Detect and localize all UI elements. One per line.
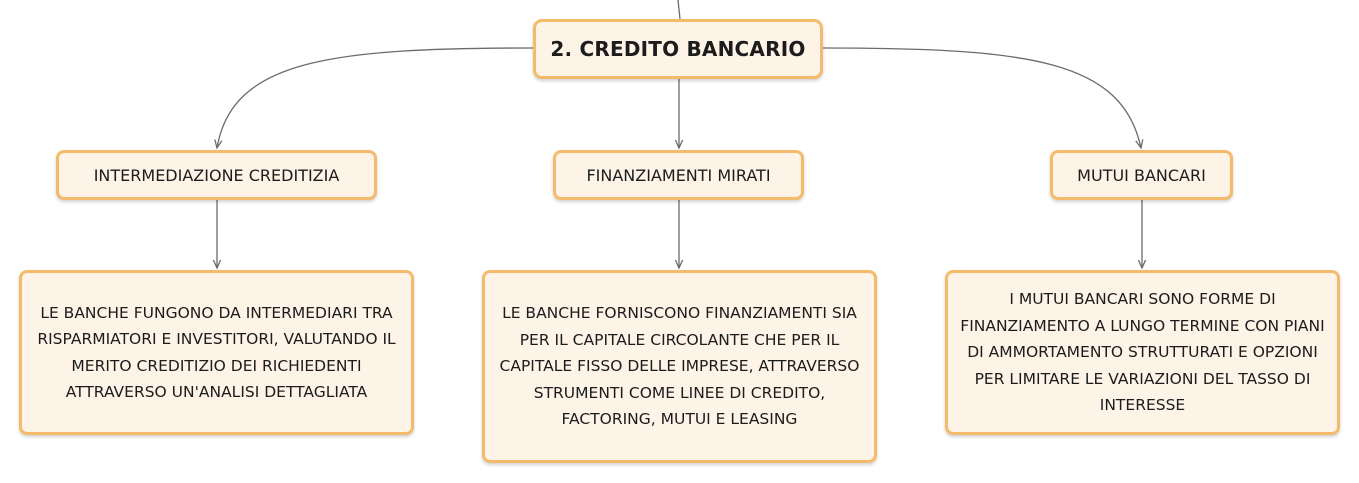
connector-root-to-branch-3 bbox=[822, 47, 1141, 148]
branch-label: MUTUI BANCARI bbox=[1077, 165, 1206, 185]
leaf-text: LE BANCHE FORNISCONO FINANZIAMENTI SIA P… bbox=[499, 304, 860, 429]
leaf-text: I MUTUI BANCARI SONO FORME DI FINANZIAME… bbox=[960, 290, 1325, 415]
branch-finanziamenti-mirati[interactable]: FINANZIAMENTI MIRATI bbox=[553, 150, 804, 200]
leaf-finanziamenti-description[interactable]: LE BANCHE FORNISCONO FINANZIAMENTI SIA P… bbox=[482, 270, 877, 463]
branch-label: FINANZIAMENTI MIRATI bbox=[586, 165, 771, 185]
root-topic-label: 2. CREDITO BANCARIO bbox=[550, 37, 806, 61]
parent-connector bbox=[677, 0, 681, 20]
leaf-mutui-description[interactable]: I MUTUI BANCARI SONO FORME DI FINANZIAME… bbox=[945, 270, 1340, 435]
branch-mutui-bancari[interactable]: MUTUI BANCARI bbox=[1050, 150, 1233, 200]
leaf-intermediazione-description[interactable]: LE BANCHE FUNGONO DA INTERMEDIARI TRA RI… bbox=[19, 270, 414, 435]
connector-root-to-branch-1 bbox=[217, 47, 534, 148]
branch-label: INTERMEDIAZIONE CREDITIZIA bbox=[93, 165, 340, 185]
leaf-text: LE BANCHE FUNGONO DA INTERMEDIARI TRA RI… bbox=[37, 303, 396, 402]
root-topic-credito-bancario[interactable]: 2. CREDITO BANCARIO bbox=[533, 19, 823, 79]
branch-intermediazione-creditizia[interactable]: INTERMEDIAZIONE CREDITIZIA bbox=[56, 150, 377, 200]
